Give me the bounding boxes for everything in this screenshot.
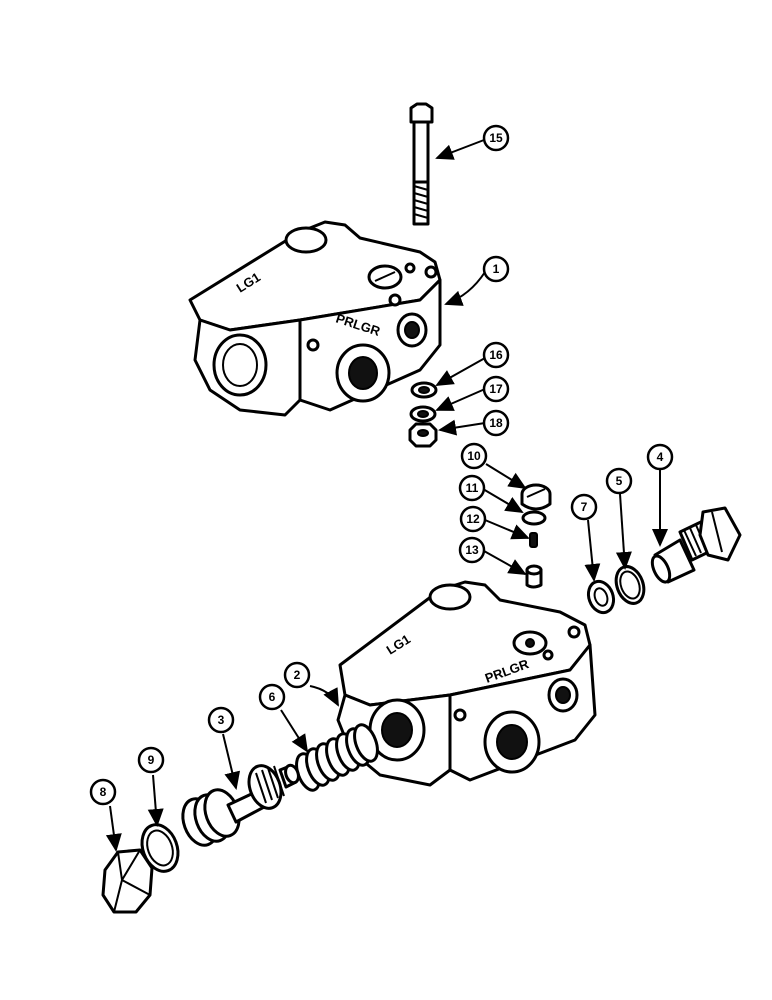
callout-13: 13: [458, 536, 486, 564]
lower-valve-body-2: PRLGR LG1: [336, 580, 597, 787]
svg-text:11: 11: [466, 481, 479, 495]
lock-washer-17: [409, 405, 437, 423]
fitting-4: [650, 506, 742, 584]
washer-16: [410, 381, 438, 399]
callout-15: 15: [482, 124, 510, 152]
svg-text:13: 13: [465, 543, 479, 557]
callout-9: 9: [137, 746, 165, 774]
callout-5: 5: [605, 467, 633, 495]
spool-3: [181, 763, 300, 847]
cap-10: [520, 483, 552, 511]
callout-3: 3: [207, 706, 235, 734]
svg-text:17: 17: [489, 382, 503, 396]
bolt-15: [409, 102, 434, 226]
svg-text:2: 2: [294, 668, 301, 682]
o-ring-5: [614, 565, 646, 605]
washer-7: [586, 579, 616, 615]
leader-lines: [105, 139, 668, 852]
svg-text:12: 12: [466, 512, 480, 526]
nut-18: [408, 422, 438, 448]
callout-8: 8: [89, 778, 117, 806]
callout-4: 4: [646, 443, 674, 471]
svg-text:16: 16: [489, 348, 503, 362]
svg-text:9: 9: [148, 753, 155, 767]
svg-text:3: 3: [218, 713, 225, 727]
spring-6: [295, 723, 379, 792]
svg-text:6: 6: [269, 690, 276, 704]
callout-6: 6: [258, 683, 286, 711]
svg-text:5: 5: [616, 474, 623, 488]
upper-valve-body-1: PRLGR LG1: [188, 220, 442, 417]
callout-1: 1: [482, 255, 510, 283]
svg-text:8: 8: [100, 785, 107, 799]
plug-8: [101, 848, 154, 914]
svg-text:18: 18: [489, 416, 503, 430]
pin-12: [529, 532, 538, 548]
callout-18: 18: [482, 409, 510, 437]
svg-text:4: 4: [657, 450, 664, 464]
svg-text:15: 15: [489, 131, 503, 145]
callout-2: 2: [283, 661, 311, 689]
callout-11: 11: [458, 474, 486, 502]
callout-16: 16: [482, 341, 510, 369]
svg-text:1: 1: [493, 262, 500, 276]
svg-text:7: 7: [581, 500, 588, 514]
callout-7: 7: [570, 493, 598, 521]
o-ring-11: [521, 510, 547, 526]
callout-10: 10: [460, 442, 488, 470]
svg-text:10: 10: [467, 449, 481, 463]
screw-13: [525, 564, 543, 589]
callout-12: 12: [459, 505, 487, 533]
callout-17: 17: [482, 375, 510, 403]
